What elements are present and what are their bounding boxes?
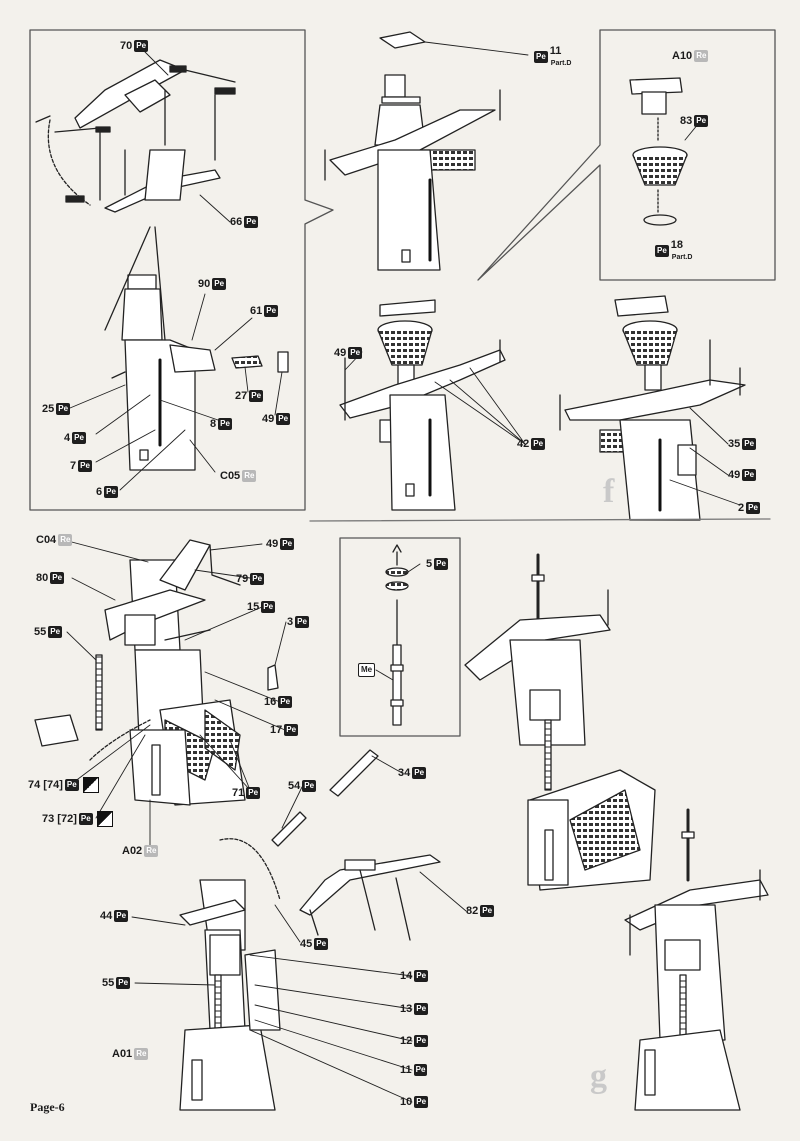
mast-assembled-view-3 xyxy=(464,553,656,891)
mast-assembled-view-1 xyxy=(339,299,506,511)
upper-mast-top xyxy=(324,31,501,271)
paint-swatch-icon xyxy=(96,811,113,827)
radar-detail-frame xyxy=(477,29,776,281)
step-letter-f: f xyxy=(603,473,615,510)
callout-Me: Me xyxy=(358,663,376,677)
mast-assembled-view-4 xyxy=(624,808,769,1111)
lower-mast-assembly-bottom xyxy=(179,838,281,1111)
page-number: Page-6 xyxy=(30,1100,65,1114)
step-letter-g: g xyxy=(590,1058,607,1095)
panel-detail-frame xyxy=(29,29,334,511)
yardarm-assembly-exploded xyxy=(35,59,236,213)
lower-mast-exploded xyxy=(34,539,279,806)
mast-assembled-view-2 xyxy=(559,295,746,521)
section-divider xyxy=(309,518,771,522)
mast-pole-detail-frame xyxy=(339,537,461,737)
callout-73: 73 [72]Pe xyxy=(42,811,113,827)
railing-parts xyxy=(271,749,441,941)
radar-exploded xyxy=(629,77,688,226)
callout-74: 74 [74]Pe xyxy=(28,777,99,793)
mast-tower-detail xyxy=(104,226,289,471)
paint-swatch-icon xyxy=(82,777,99,793)
mast-pole-exploded xyxy=(385,544,409,726)
